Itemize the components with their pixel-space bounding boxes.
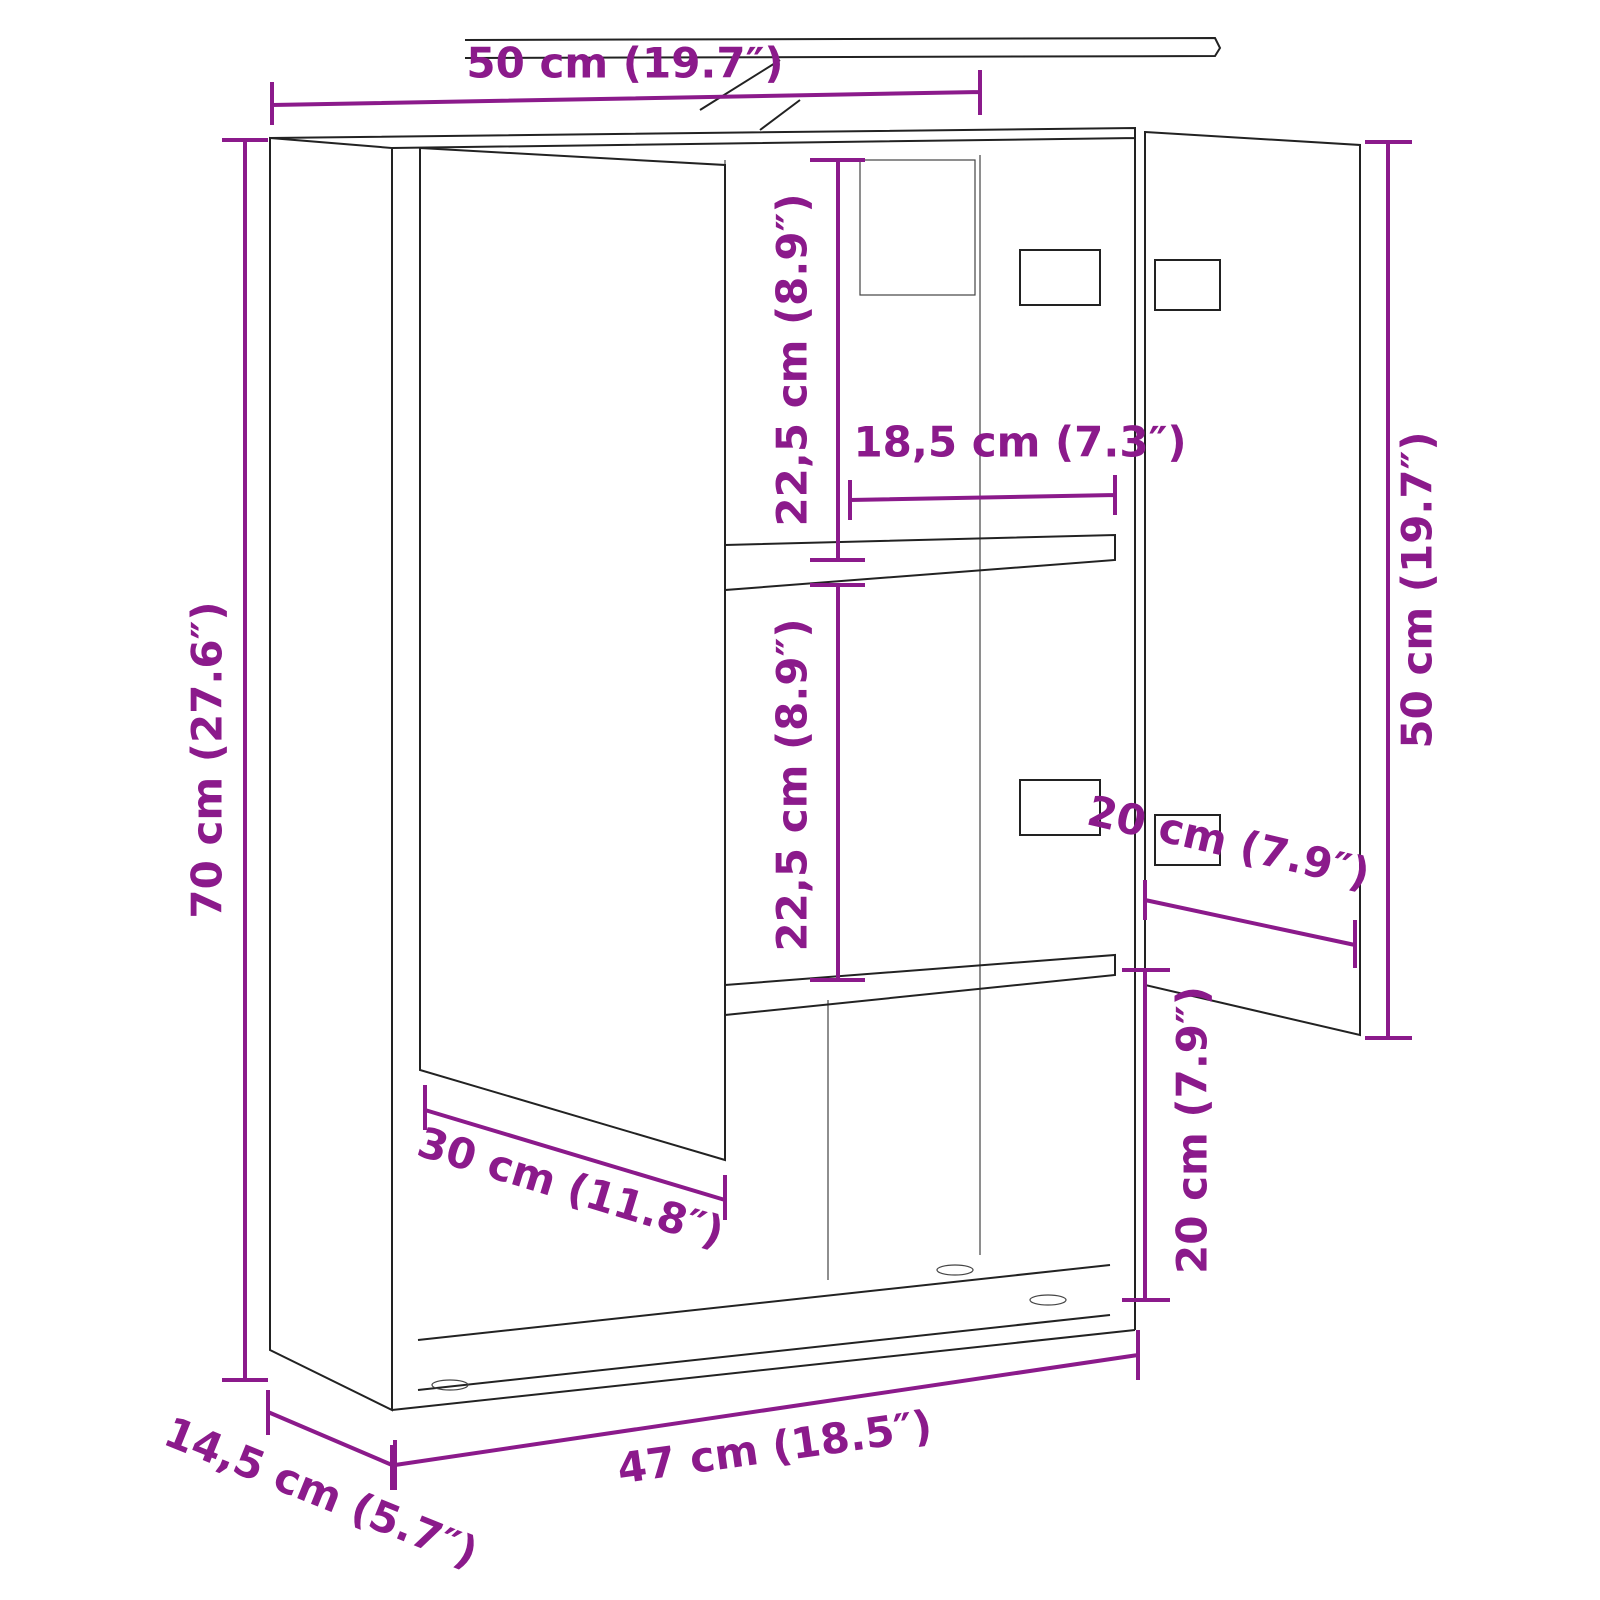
label-right-door-width: 20 cm (7.9″) xyxy=(1083,786,1375,899)
label-top-width: 50 cm (19.7″) xyxy=(466,39,783,88)
cabinet-bottom xyxy=(391,1264,1136,1411)
label-shelf-width: 18,5 cm (7.3″) xyxy=(853,418,1186,467)
hinge-top xyxy=(1019,249,1101,306)
cabinet-side-panel xyxy=(269,136,393,1412)
upper-shelf xyxy=(724,533,1116,592)
cabinet-top xyxy=(269,126,1136,1330)
label-bottom-compartment-height: 20 cm (7.9″) xyxy=(1168,986,1217,1274)
hinge-bottom xyxy=(1019,779,1101,836)
label-total-height: 70 cm (27.6″) xyxy=(183,601,232,918)
peg-hole xyxy=(936,1264,974,1276)
hinge-plate-top xyxy=(1154,259,1221,311)
label-bottom-width: 47 cm (18.5″) xyxy=(614,1401,935,1494)
peg-hole xyxy=(431,1379,469,1391)
label-middle-shelf-height: 22,5 cm (8.9″) xyxy=(768,618,817,951)
dimension-lines xyxy=(222,70,1412,1490)
dimension-labels: 50 cm (19.7″) 70 cm (27.6″) 22,5 cm (8.9… xyxy=(158,39,1442,1578)
cabinet-drawing xyxy=(269,36,1361,1412)
label-upper-shelf-height: 22,5 cm (8.9″) xyxy=(768,193,817,526)
light-arm xyxy=(699,59,801,131)
peg-hole xyxy=(1029,1294,1067,1306)
light-bar xyxy=(464,36,1222,59)
mounting-bracket xyxy=(859,159,976,296)
left-door xyxy=(419,146,726,1162)
middle-shelf xyxy=(724,953,1116,1017)
label-door-height: 50 cm (19.7″) xyxy=(1393,431,1442,748)
inner-divider xyxy=(724,155,981,1280)
hinge-plate-bottom xyxy=(1154,814,1221,866)
right-door xyxy=(1144,130,1361,1037)
